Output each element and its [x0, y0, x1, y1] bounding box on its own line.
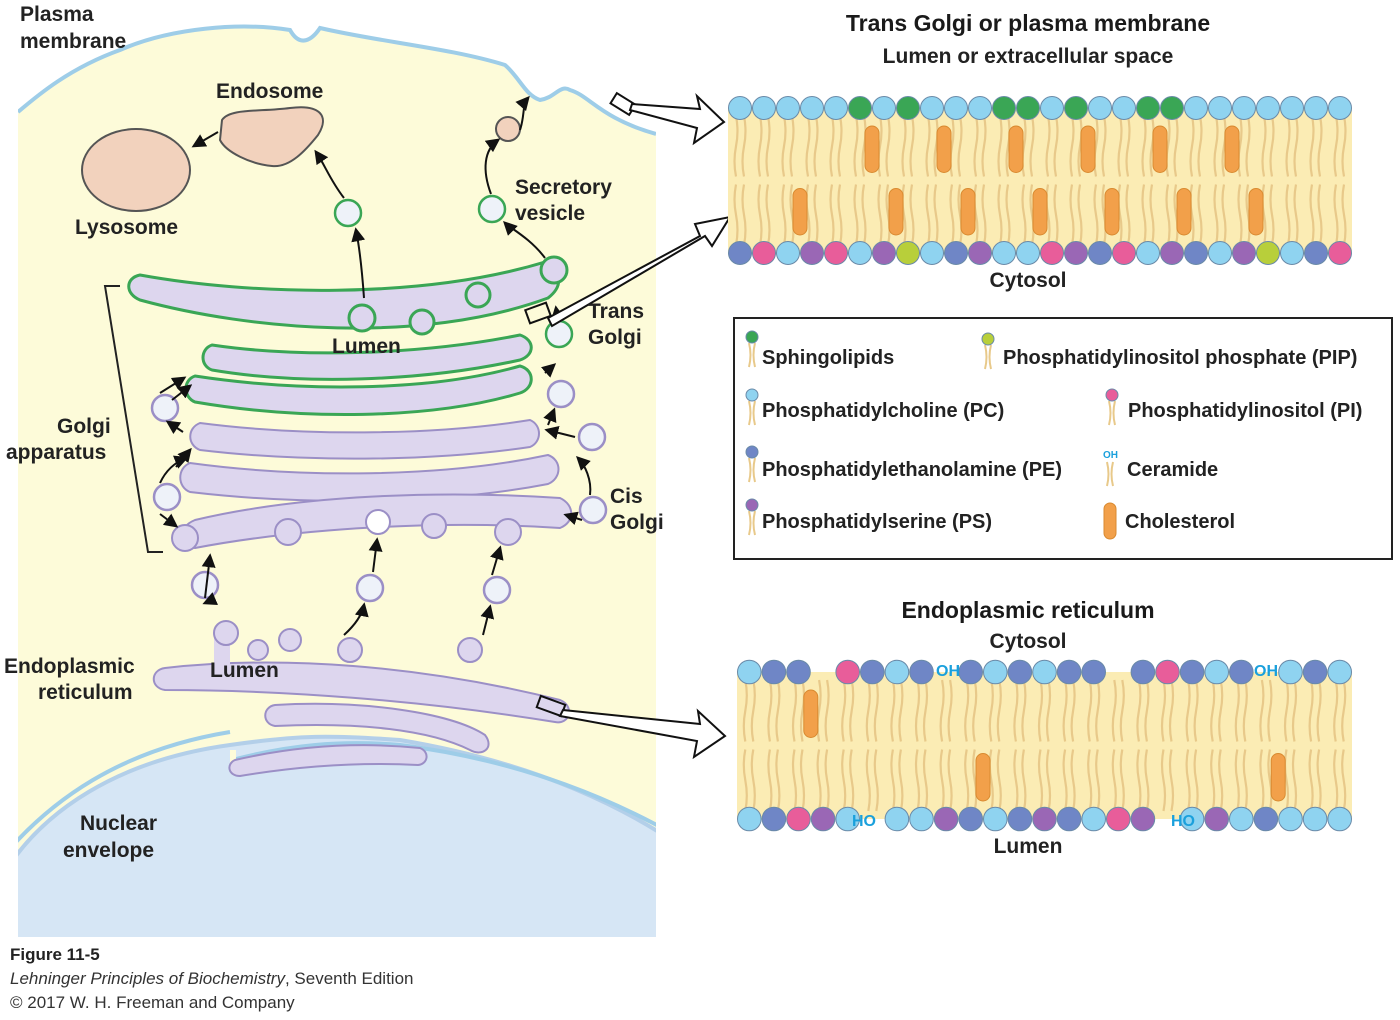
er-oh-label-1: OH	[936, 663, 960, 680]
plasma-membrane-label-2: membrane	[20, 30, 126, 53]
top-panel-title: Trans Golgi or plasma membrane	[846, 10, 1210, 36]
legend-label-cholesterol: Cholesterol	[1125, 511, 1235, 533]
trafficking-arrows	[159, 95, 592, 636]
book-reference: Lehninger Principles of Biochemistry, Se…	[10, 969, 414, 988]
er-label-2: reticulum	[38, 681, 133, 704]
legend-label-pip: Phosphatidylinositol phosphate (PIP)	[1003, 347, 1357, 369]
golgi-apparatus-label-1: Golgi	[57, 415, 111, 438]
nuclear-envelope-label-1: Nuclear	[80, 812, 157, 835]
er-label-1: Endoplasmic	[4, 655, 135, 678]
book-edition: , Seventh Edition	[285, 969, 414, 988]
nuclear-envelope-outer	[18, 730, 231, 843]
legend-ceramide-oh: OH	[1103, 450, 1118, 461]
copyright: © 2017 W. H. Freeman and Company	[10, 993, 295, 1012]
secretory-vesicle-label-1: Secretory	[515, 176, 612, 199]
nucleus	[18, 734, 656, 937]
cell-labels: Plasma membrane Endosome Lysosome Secret…	[4, 3, 664, 862]
nuclear-envelope-label-2: envelope	[63, 839, 154, 862]
golgi-lumen-label: Lumen	[332, 335, 401, 358]
trans-golgi-label-1: Trans	[588, 300, 644, 323]
secretory-vesicle-small	[495, 116, 521, 142]
golgi-apparatus-label-2: apparatus	[6, 441, 106, 464]
er-ho-label-2: HO	[1171, 813, 1195, 830]
golgi-stack	[127, 255, 573, 552]
legend-box	[733, 317, 1393, 560]
legend-label-ceramide: Ceramide	[1127, 459, 1218, 481]
er-bilayer	[737, 659, 1352, 832]
er-ho-label-1: HO	[852, 813, 876, 830]
endoplasmic-reticulum	[152, 620, 570, 778]
er-panel-top-side: Cytosol	[989, 630, 1066, 653]
trans-golgi-bilayer	[728, 96, 1352, 265]
legend: Sphingolipids Phosphatidylinositol phosp…	[733, 317, 1393, 560]
lysosome-label: Lysosome	[75, 216, 178, 239]
endosome-label: Endosome	[216, 80, 323, 103]
lysosome	[81, 128, 191, 212]
top-panel-bottom-side: Cytosol	[989, 269, 1066, 292]
secretory-vesicle-label-2: vesicle	[515, 202, 585, 225]
book-title: Lehninger Principles of Biochemistry	[10, 969, 286, 988]
legend-label-pe: Phosphatidylethanolamine (PE)	[762, 459, 1062, 481]
er-oh-label-2: OH	[1254, 663, 1278, 680]
plasma-membrane	[18, 24, 656, 136]
legend-label-pc: Phosphatidylcholine (PC)	[762, 400, 1004, 422]
zoom-callouts	[523, 91, 733, 760]
er-panel-bottom-side: Lumen	[994, 835, 1063, 858]
extracellular-space	[18, 0, 656, 134]
golgi-bracket	[103, 285, 163, 553]
trans-golgi-cisterna	[127, 260, 560, 330]
legend-label-sphingolipids: Sphingolipids	[762, 347, 894, 369]
trans-golgi-label-2: Golgi	[588, 326, 642, 349]
figure-number: Figure 11-5	[10, 945, 100, 964]
legend-label-pi: Phosphatidylinositol (PI)	[1128, 400, 1362, 422]
legend-icons	[745, 330, 1119, 540]
cis-golgi-label-1: Cis	[610, 485, 643, 508]
cis-golgi-label-2: Golgi	[610, 511, 664, 534]
legend-label-ps: Phosphatidylserine (PS)	[762, 511, 992, 533]
er-lumen-label: Lumen	[210, 659, 279, 682]
plasma-membrane-label-1: Plasma	[20, 3, 94, 26]
top-panel-top-side: Lumen or extracellular space	[883, 45, 1174, 68]
endosome	[218, 106, 324, 168]
er-panel-title: Endoplasmic reticulum	[901, 597, 1154, 623]
